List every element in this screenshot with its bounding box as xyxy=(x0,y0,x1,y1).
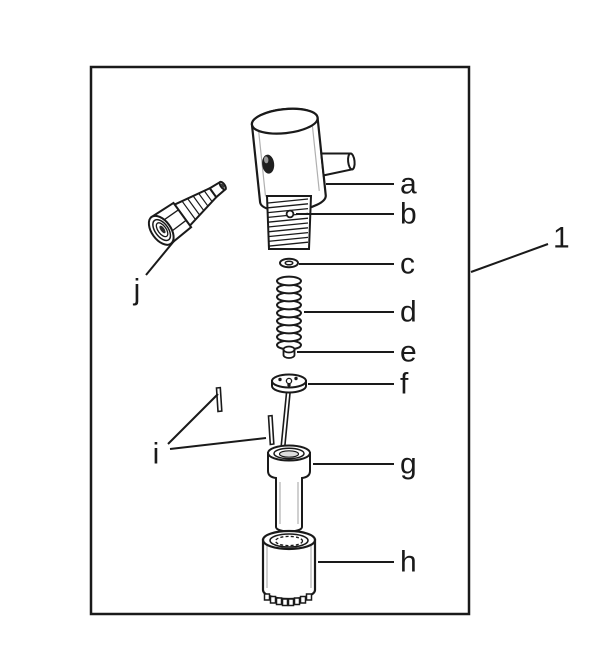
callout-label-i: i xyxy=(153,438,160,471)
part-a-valve-body xyxy=(250,107,356,213)
pin-left xyxy=(215,386,223,413)
callout-label-a: a xyxy=(400,168,417,201)
knurl-teeth xyxy=(263,593,313,607)
part-g-valve-holder xyxy=(267,444,311,533)
part-f-orifice-plate xyxy=(271,373,307,451)
callout-label-b: b xyxy=(400,198,417,231)
leader-line-j xyxy=(145,240,175,276)
callout-label-f: f xyxy=(400,368,409,401)
leader-line-i-1 xyxy=(167,393,219,445)
part-b-threaded-stem xyxy=(265,195,313,250)
callout-label-c: c xyxy=(400,248,415,281)
callout-label-e: e xyxy=(400,336,417,369)
callout-label-h: h xyxy=(400,546,417,579)
callout-label-frame: 1 xyxy=(553,222,570,255)
callout-leader-lines xyxy=(145,183,549,563)
part-d-spring xyxy=(276,275,302,351)
leader-line-frame xyxy=(470,243,549,273)
callout-label-j: j xyxy=(133,274,141,307)
part-e-bushing xyxy=(282,345,296,359)
part-c-washer xyxy=(279,257,299,269)
pin-right xyxy=(267,414,275,446)
leader-line-i-2 xyxy=(169,437,267,450)
callout-label-g: g xyxy=(400,448,417,481)
callout-label-d: d xyxy=(400,296,417,329)
figure-frame xyxy=(89,65,471,616)
needle-rod xyxy=(280,387,292,451)
part-i-pins xyxy=(215,386,275,446)
part-h-cap-nut xyxy=(261,529,317,607)
part-j-fitting xyxy=(147,180,227,246)
